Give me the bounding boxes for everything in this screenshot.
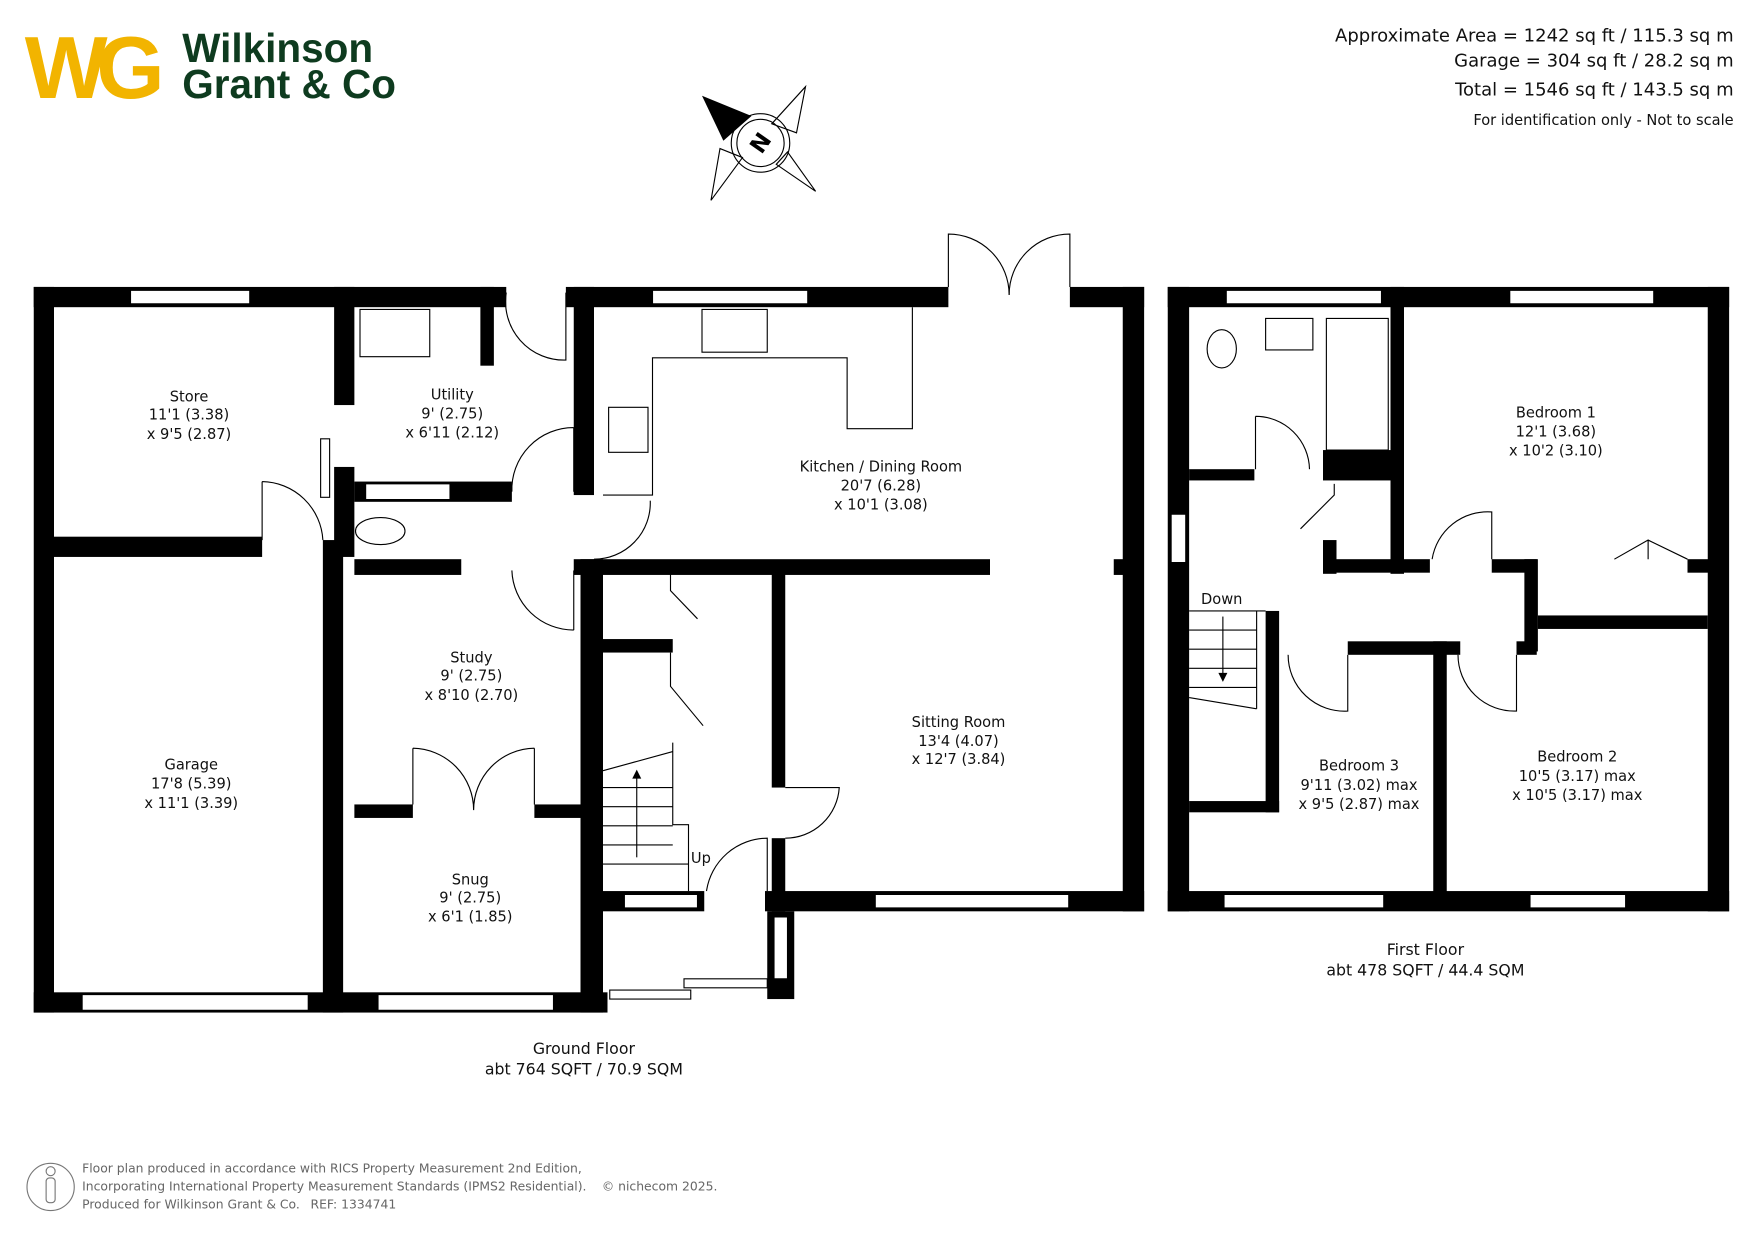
brand-name-line2: Grant & Co: [182, 61, 396, 107]
compass-icon: N: [702, 84, 817, 201]
first-floor-walls: [1167, 286, 1730, 912]
room-dim: 11'1 (3.38): [149, 407, 229, 424]
garage-area: Garage = 304 sq ft / 28.2 sq m: [1454, 50, 1733, 71]
room-dim: x 11'1 (3.39): [144, 795, 238, 812]
room-dim: x 10'2 (3.10): [1509, 443, 1603, 460]
room-dim: 9' (2.75): [421, 406, 483, 423]
room-dim: 10'5 (3.17) max: [1519, 768, 1636, 785]
scale-note: For identification only - Not to scale: [1473, 112, 1733, 129]
room-kitchen-dining: Kitchen / Dining Room 20'7 (6.28) x 10'1…: [800, 458, 963, 513]
room-dim: 12'1 (3.68): [1516, 424, 1596, 441]
first-floor-stairs: [1189, 610, 1266, 710]
ground-floor-walls: [33, 233, 1145, 1013]
brand-logo: WG Wilkinson Grant & Co: [25, 19, 396, 117]
first-floor-title: First Floor: [1387, 940, 1465, 959]
logo-mark: WG: [25, 19, 160, 117]
room-dim: x 12'7 (3.84): [912, 751, 1006, 768]
room-bedroom-2: Bedroom 2 10'5 (3.17) max x 10'5 (3.17) …: [1512, 749, 1643, 804]
footer-line2: Incorporating International Property Mea…: [82, 1179, 586, 1193]
footer: Floor plan produced in accordance with R…: [26, 1161, 718, 1212]
room-name: Sitting Room: [912, 714, 1006, 731]
compass-north-label: N: [745, 128, 777, 158]
brand-name-line1: Wilkinson: [182, 25, 373, 71]
room-dim: 20'7 (6.28): [841, 478, 921, 495]
room-name: Garage: [165, 757, 219, 774]
room-name: Bedroom 1: [1516, 404, 1596, 421]
first-floor-area: abt 478 SQFT / 44.4 SQM: [1326, 960, 1524, 979]
room-dim: x 6'1 (1.85): [428, 908, 512, 925]
ground-floor-title: Ground Floor: [533, 1039, 636, 1058]
room-dim: x 10'5 (3.17) max: [1512, 787, 1643, 804]
room-snug: Snug 9' (2.75) x 6'1 (1.85): [428, 871, 512, 925]
room-name: Kitchen / Dining Room: [800, 458, 963, 475]
room-name: Store: [170, 389, 209, 406]
room-dim: x 6'11 (2.12): [405, 425, 499, 442]
room-dim: 9' (2.75): [439, 889, 501, 906]
ground-stairs: [602, 742, 690, 892]
room-store: Store 11'1 (3.38) x 9'5 (2.87): [147, 389, 231, 443]
room-dim: 17'8 (5.39): [151, 776, 231, 793]
room-dim: x 10'1 (3.08): [834, 497, 928, 514]
room-dim: x 9'5 (2.87): [147, 426, 231, 443]
room-bedroom-1: Bedroom 1 12'1 (3.68) x 10'2 (3.10): [1509, 404, 1603, 459]
ground-floor-area: abt 764 SQFT / 70.9 SQM: [485, 1059, 683, 1078]
approximate-area: Approximate Area = 1242 sq ft / 115.3 sq…: [1335, 26, 1734, 47]
room-dim: x 9'5 (2.87) max: [1299, 796, 1420, 813]
room-dim: 13'4 (4.07): [918, 733, 998, 750]
stairs-down-label: Down: [1201, 591, 1242, 608]
room-bedroom-3: Bedroom 3 9'11 (3.02) max x 9'5 (2.87) m…: [1299, 758, 1420, 813]
room-sitting: Sitting Room 13'4 (4.07) x 12'7 (3.84): [912, 714, 1006, 768]
room-utility: Utility 9' (2.75) x 6'11 (2.12): [405, 386, 499, 441]
room-name: Utility: [431, 386, 474, 403]
room-name: Bedroom 2: [1537, 749, 1617, 766]
footer-line3: Produced for Wilkinson Grant & Co.: [82, 1197, 300, 1211]
person-icon: [26, 1162, 75, 1212]
room-garage: Garage 17'8 (5.39) x 11'1 (3.39): [144, 757, 238, 812]
room-dim: x 8'10 (2.70): [424, 687, 518, 704]
stairs-up-label: Up: [691, 850, 711, 867]
footer-ref: REF: 1334741: [311, 1197, 397, 1211]
room-study: Study 9' (2.75) x 8'10 (2.70): [424, 650, 518, 704]
footer-line1: Floor plan produced in accordance with R…: [82, 1161, 582, 1175]
total-area: Total = 1546 sq ft / 143.5 sq m: [1454, 80, 1734, 101]
room-dim: 9' (2.75): [440, 668, 502, 685]
room-name: Snug: [452, 871, 489, 888]
room-dim: 9'11 (3.02) max: [1301, 777, 1418, 794]
footer-copyright: © nichecom 2025.: [602, 1179, 718, 1193]
room-name: Study: [450, 650, 493, 667]
room-name: Bedroom 3: [1319, 758, 1399, 775]
